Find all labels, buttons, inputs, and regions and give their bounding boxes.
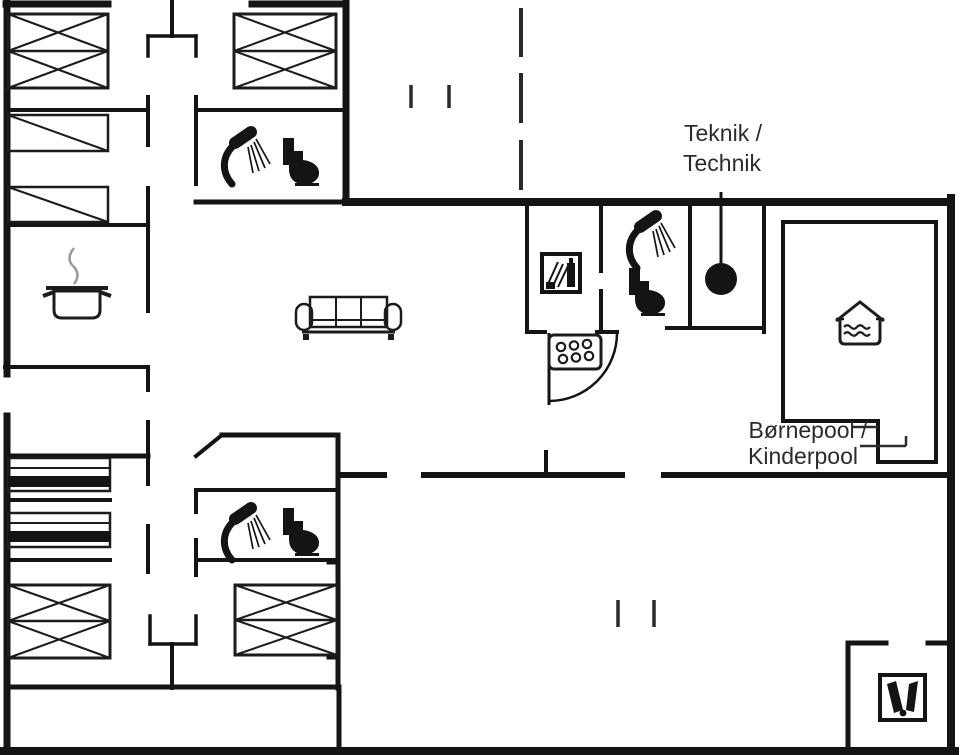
single-bed-icon (6, 185, 110, 224)
technical-room-marker-icon (705, 192, 737, 295)
double-bed-icon (232, 12, 338, 90)
bunk-bed-icon (6, 511, 112, 549)
beds (6, 12, 339, 660)
wall-segment (781, 220, 938, 462)
indoor-pool-icon (835, 300, 885, 346)
toilet-icon (629, 268, 666, 316)
bornepool-label-line2: Kinderpool (748, 443, 858, 469)
bornepool-label-line1: Børnepool / (749, 417, 869, 443)
entrance-door-icon (146, 0, 198, 58)
teknik-label-line1: Teknik / (684, 120, 763, 146)
wall-segment (193, 432, 225, 459)
shower-icon (224, 132, 270, 184)
dishwasher-icon (540, 252, 582, 294)
toilet-icon (283, 508, 320, 556)
bunk-bed-icon (6, 456, 112, 493)
double-bed-icon (6, 12, 110, 90)
sauna-stove-icon (878, 673, 927, 722)
single-bed-icon (6, 113, 110, 153)
exit-door-icon (148, 614, 198, 690)
teknik-label-line2: Technik (683, 150, 761, 176)
double-bed-icon (6, 583, 112, 660)
kinderpool-pointers (853, 425, 908, 448)
shower-icon (629, 216, 675, 268)
double-bed-icon (233, 583, 339, 657)
toilet-icon (283, 138, 320, 186)
opening-dashes (409, 8, 656, 627)
shower-icon (224, 508, 270, 560)
sofa-icon (294, 295, 403, 340)
cooking-pot-icon (42, 247, 112, 320)
stove-hob-icon (547, 333, 603, 371)
